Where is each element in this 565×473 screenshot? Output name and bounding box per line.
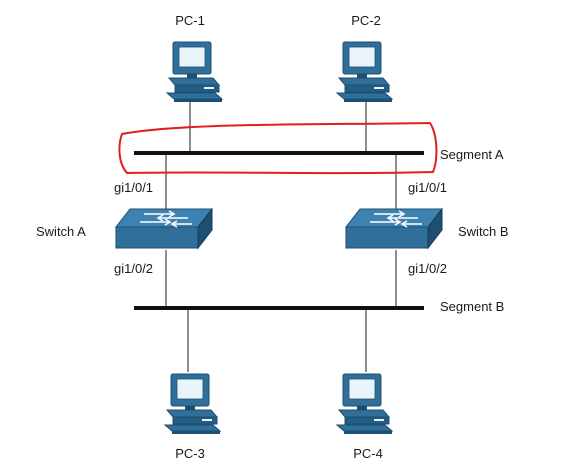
switch-b-port-top-label: gi1/0/1 <box>408 180 447 195</box>
segment-b-label: Segment B <box>440 299 504 314</box>
pc4-label: PC-4 <box>353 446 383 461</box>
pc2-icon[interactable] <box>336 41 393 103</box>
pc1-label: PC-1 <box>175 13 205 28</box>
pc3-icon[interactable] <box>164 373 221 435</box>
segment-a-label: Segment A <box>440 147 504 162</box>
switch-b-label: Switch B <box>458 224 509 239</box>
pc3-label: PC-3 <box>175 446 205 461</box>
switch-b-icon[interactable] <box>345 208 443 249</box>
wires <box>165 100 397 372</box>
switch-a-port-top-label: gi1/0/1 <box>114 180 153 195</box>
switch-b-port-bottom-label: gi1/0/2 <box>408 261 447 276</box>
switch-a-label: Switch A <box>36 224 86 239</box>
segment-a-highlight <box>118 121 438 175</box>
pc1-icon[interactable] <box>166 41 223 103</box>
switch-a-port-bottom-label: gi1/0/2 <box>114 261 153 276</box>
switch-a-icon[interactable] <box>115 208 213 249</box>
pc4-icon[interactable] <box>336 373 393 435</box>
pc2-label: PC-2 <box>351 13 381 28</box>
